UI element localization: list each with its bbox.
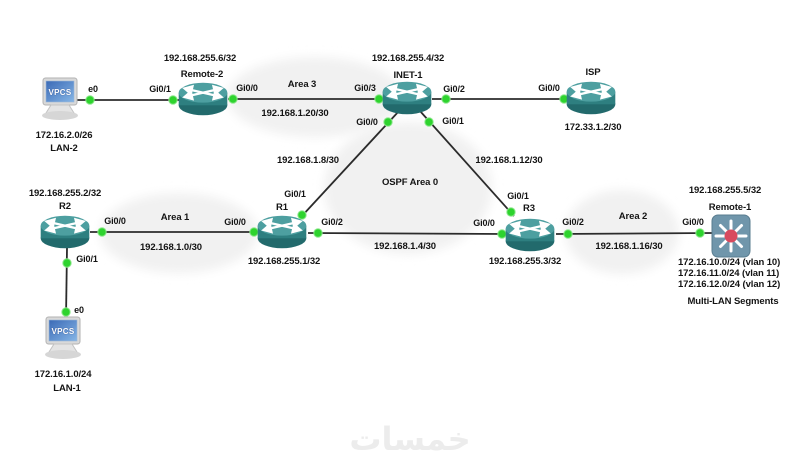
port-label-remote2-gi0-1: Gi0/1 [149, 84, 171, 94]
port-label-remote1-gi0-0: Gi0/0 [682, 217, 704, 227]
r2-name-label: R2 [59, 201, 71, 212]
link-endpoint-dot [424, 117, 434, 127]
link-r1-r3 [307, 232, 507, 235]
port-label-inet1-gi0-3: Gi0/3 [354, 83, 376, 93]
r2-loopback-label: 192.168.255.2/32 [28, 188, 102, 199]
port-label-r3-gi0-0: Gi0/0 [473, 218, 495, 228]
port-label-r2-gi0-1: Gi0/1 [76, 254, 98, 264]
remote2-name-label: Remote-2 [180, 69, 224, 80]
r3-loopback-label: 192.168.255.3/32 [488, 256, 562, 267]
link-endpoint-dot [97, 227, 107, 237]
pc-icon-lan1[interactable] [45, 316, 82, 360]
link-inet1-r3 [419, 110, 515, 217]
router-icon-inet1[interactable] [381, 80, 433, 116]
area1-network-label: 192.168.1.0/30 [140, 242, 202, 253]
port-label-remote2-gi0-0: Gi0/0 [236, 83, 258, 93]
link-endpoint-dot [497, 229, 507, 239]
area2-label: Area 2 [618, 211, 648, 222]
lan2-name-label: LAN-2 [50, 143, 78, 154]
router-icon-r3[interactable] [504, 217, 556, 253]
link-endpoint-dot [383, 117, 393, 127]
link-endpoint-dot [168, 95, 178, 105]
isp-wan-label: 172.33.1.2/30 [564, 122, 622, 133]
port-label-r1-gi0-1: Gi0/1 [284, 189, 306, 199]
ospf-area0-label: OSPF Area 0 [381, 177, 439, 188]
remote1-vlan12-label: 172.16.12.0/24 (vlan 12) [678, 279, 781, 290]
link-endpoint-dot [85, 95, 95, 105]
pc-screen-label-lan1: VPCS [51, 327, 75, 336]
r3-name-label: R3 [523, 203, 535, 214]
pc-icon-lan2[interactable] [42, 77, 79, 121]
link-endpoint-dot [695, 228, 705, 238]
port-label-isp-gi0-0: Gi0/0 [538, 83, 560, 93]
r1-r3-network-label: 192.168.1.4/30 [374, 241, 436, 252]
link-endpoint-dot [61, 307, 71, 317]
link-inet1-r1 [300, 110, 400, 218]
remote2-loopback-label: 192.168.255.6/32 [163, 53, 237, 64]
link-r3-remote1 [555, 232, 713, 235]
router-icon-isp[interactable] [565, 80, 617, 116]
link-endpoint-dot [62, 258, 72, 268]
pc-screen-label-lan2: VPCS [48, 88, 72, 97]
site-watermark: خمسات [349, 420, 471, 458]
isp-name-label: ISP [585, 67, 601, 78]
link-endpoint-dot [506, 207, 516, 217]
inet1-loopback-label: 192.168.255.4/32 [371, 53, 445, 64]
lan2-subnet-label: 172.16.2.0/26 [35, 130, 93, 141]
router-icon-r2[interactable] [39, 214, 91, 250]
router-icon-remote2[interactable] [177, 81, 229, 117]
r1-loopback-label: 192.168.255.1/32 [247, 256, 321, 267]
port-label-inet1-gi0-0: Gi0/0 [356, 117, 378, 127]
remote1-vlan11-label: 172.16.11.0/24 (vlan 11) [678, 268, 780, 279]
link-endpoint-dot [228, 94, 238, 104]
remote1-loopback-label: 192.168.255.5/32 [688, 185, 762, 196]
r1-name-label: R1 [276, 202, 288, 213]
lan1-name-label: LAN-1 [53, 383, 81, 394]
link-endpoint-dot [441, 94, 451, 104]
ospf-area0-ellipse [324, 122, 492, 254]
remote1-caption-label: Multi-LAN Segments [687, 296, 779, 307]
link-endpoint-dot [563, 229, 573, 239]
port-label-r3-gi0-2: Gi0/2 [562, 217, 584, 227]
lan1-subnet-label: 172.16.1.0/24 [34, 369, 92, 380]
port-label-r3-gi0-1: Gi0/1 [507, 191, 529, 201]
inet1-r1-network-label: 192.168.1.8/30 [277, 155, 339, 166]
port-label-inet1-gi0-2: Gi0/2 [443, 84, 465, 94]
link-endpoint-dot [249, 227, 259, 237]
switch-icon-remote1[interactable] [711, 214, 751, 258]
port-label-r2-gi0-0: Gi0/0 [104, 216, 126, 226]
area3-ellipse [227, 57, 403, 137]
link-endpoint-dot [297, 210, 307, 220]
remote1-vlan10-label: 172.16.10.0/24 (vlan 10) [678, 257, 781, 268]
inet1-name-label: INET-1 [393, 70, 423, 81]
link-endpoint-dot [374, 94, 384, 104]
port-label-inet1-gi0-1: Gi0/1 [442, 116, 464, 126]
inet1-r3-network-label: 192.168.1.12/30 [475, 155, 543, 166]
port-label-r1-gi0-2: Gi0/2 [321, 217, 343, 227]
area2-network-label: 192.168.1.16/30 [595, 241, 663, 252]
port-label-vpcs1-e0: e0 [74, 305, 84, 315]
port-label-r1-gi0-0: Gi0/0 [224, 217, 246, 227]
area3-label: Area 3 [287, 79, 317, 90]
port-label-vpcs2-e0: e0 [88, 84, 98, 94]
area2-ellipse [565, 190, 679, 274]
area3-network-label: 192.168.1.20/30 [261, 108, 329, 119]
router-icon-r1[interactable] [256, 214, 308, 250]
link-endpoint-dot [313, 228, 323, 238]
area1-ellipse [100, 193, 258, 273]
area1-label: Area 1 [160, 212, 190, 223]
remote1-name-label: Remote-1 [708, 202, 752, 213]
